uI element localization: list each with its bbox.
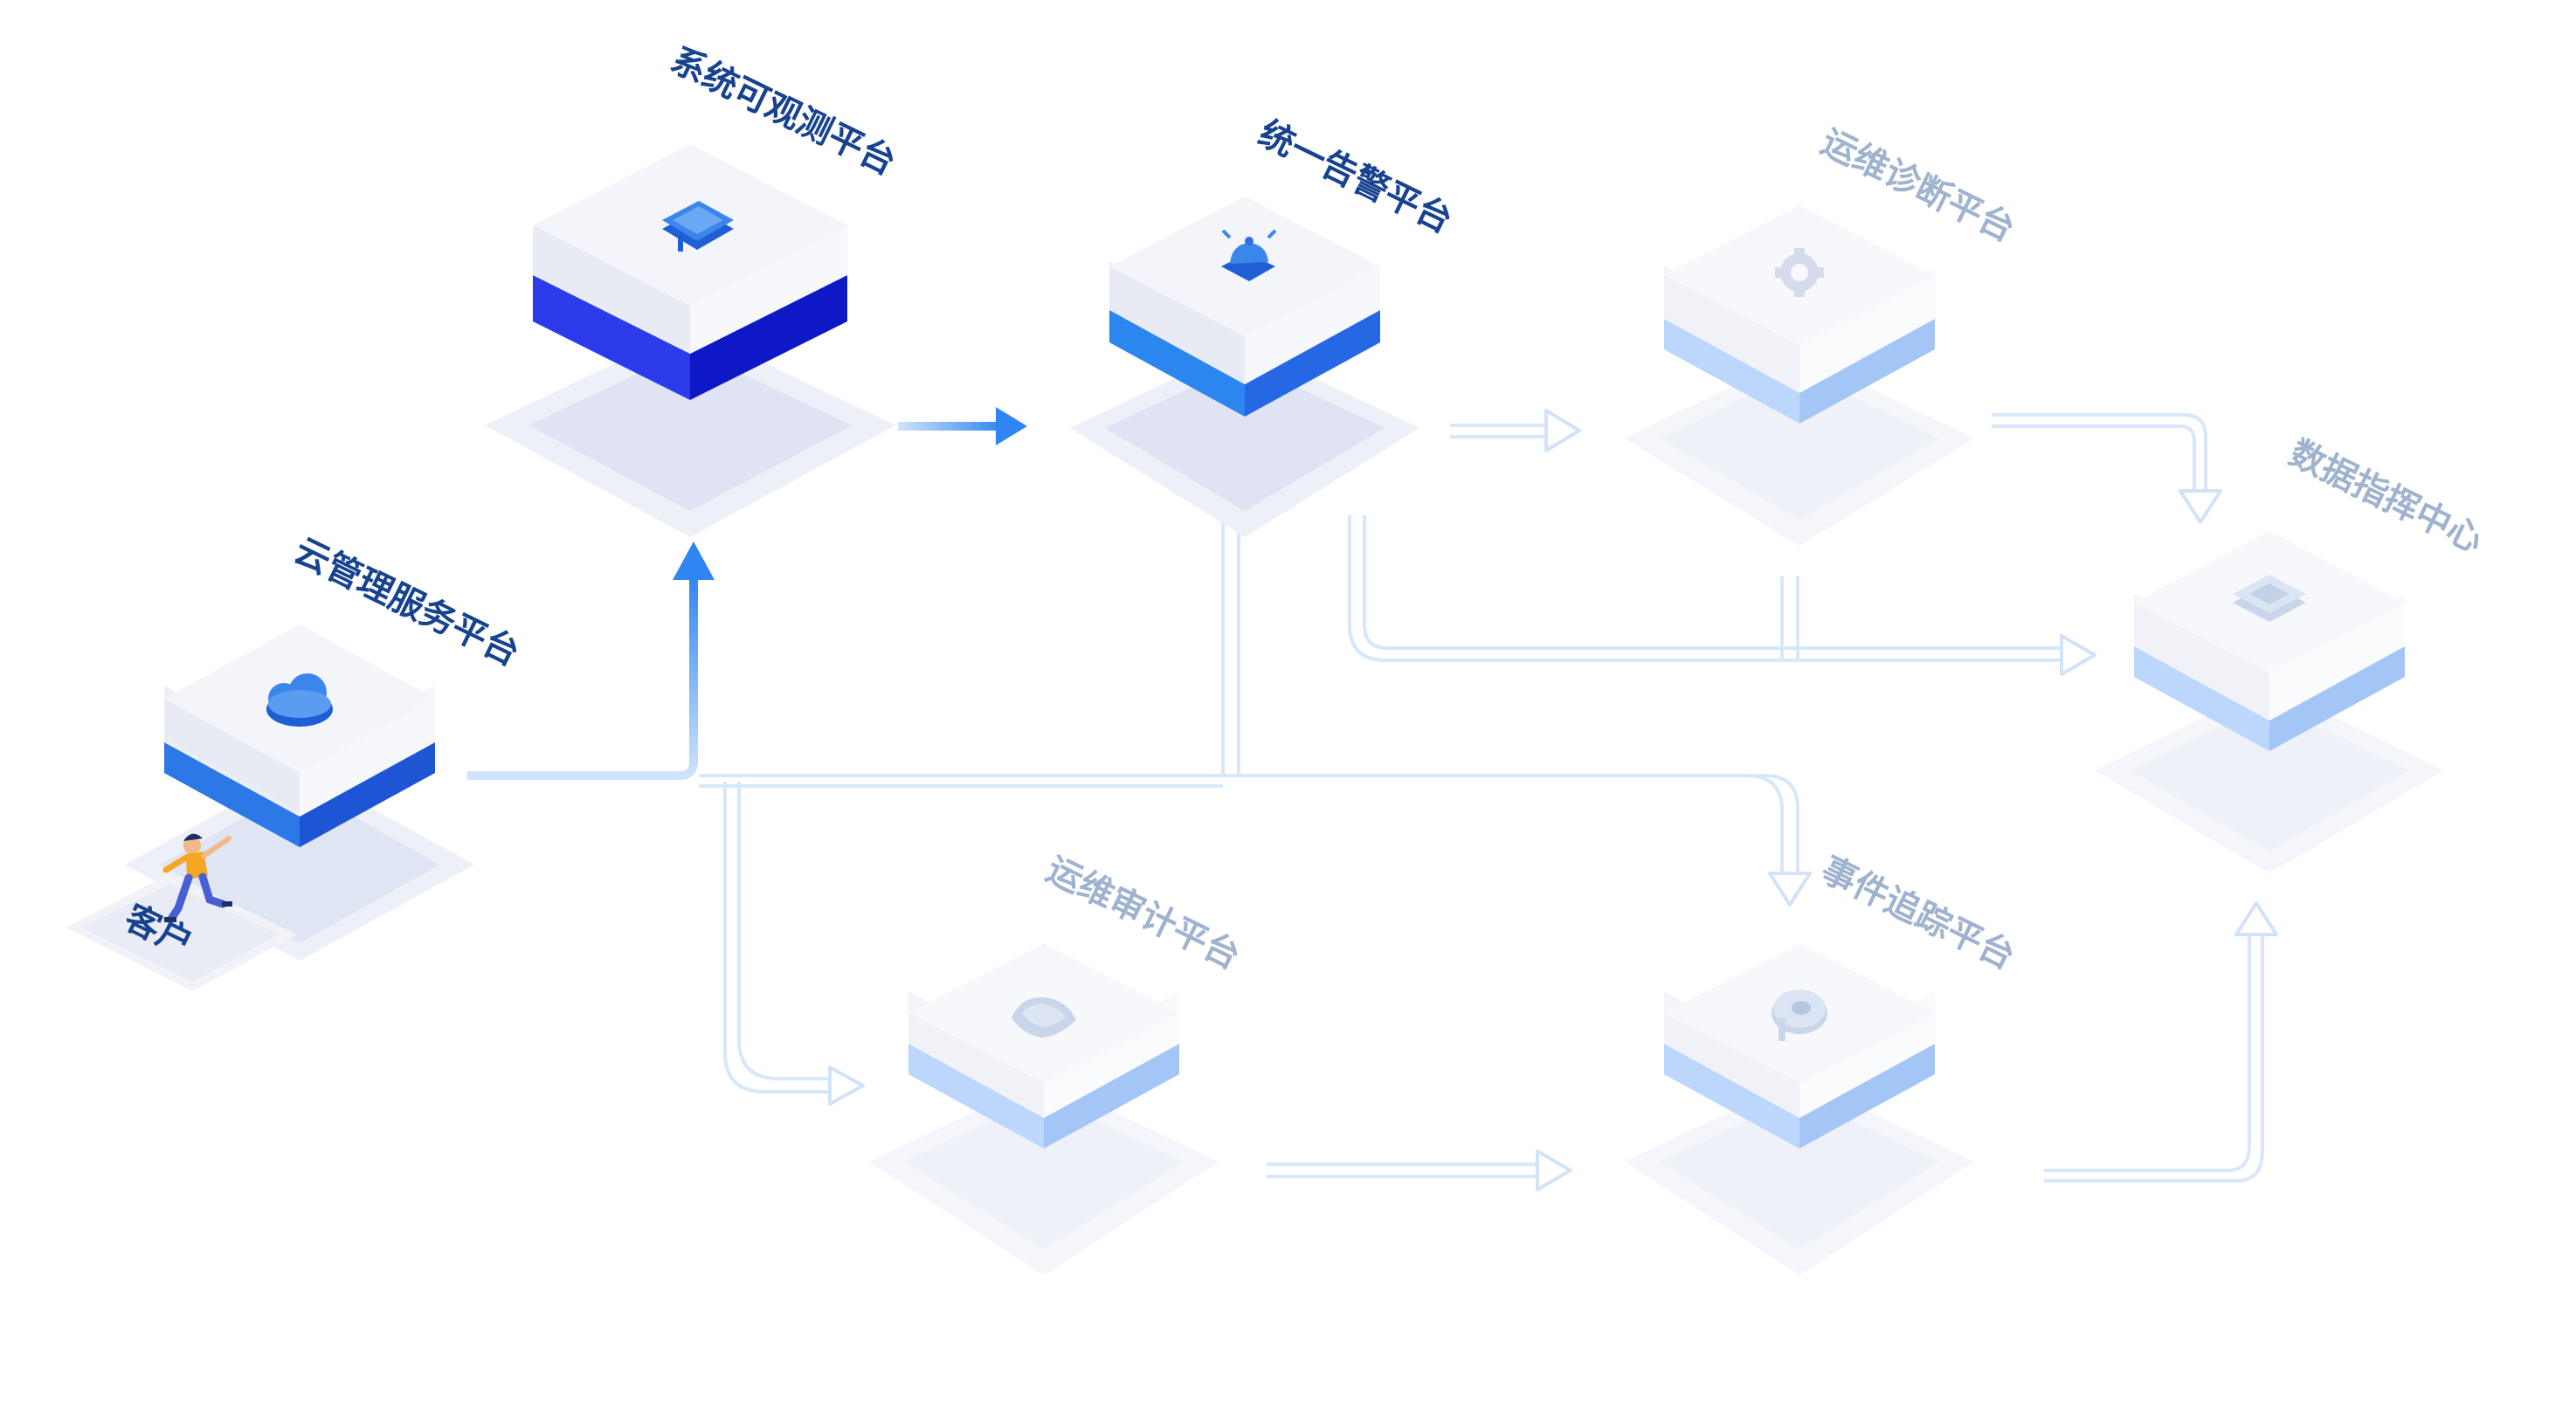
arrow-alert-to-command-center <box>2060 634 2096 676</box>
gear-icon <box>1775 248 1824 297</box>
connector-observability-to-alert <box>898 422 1003 431</box>
arrow-tracing-to-command-center <box>2234 901 2278 936</box>
label-tracing: 事件追踪平台 <box>1815 850 2021 978</box>
platform-block-alert[interactable] <box>1070 197 1419 537</box>
shield-icon <box>1012 997 1076 1038</box>
faded-arrowheads <box>828 409 2278 1191</box>
platform-block-command-center[interactable] <box>2095 531 2444 873</box>
arrow-to-audit <box>828 1066 865 1106</box>
faded-pipe-network <box>699 413 2264 1183</box>
platform-block-cloud-mgmt[interactable] <box>125 624 474 961</box>
connector-cloud-to-observability <box>467 576 698 780</box>
person-icon <box>162 833 232 923</box>
label-command-center: 数据指挥中心 <box>2283 433 2490 562</box>
platform-block-observability[interactable] <box>485 144 895 537</box>
arrow-to-command-center-top <box>2179 489 2222 524</box>
arrow-right-to-alert <box>996 407 1027 445</box>
monitor-icon <box>662 201 734 252</box>
connectors <box>467 407 2278 1191</box>
dashboard-icon <box>2233 575 2306 622</box>
arrow-to-diagnosis <box>1544 409 1581 452</box>
location-pin-icon <box>1771 990 1827 1041</box>
customer-pedestal <box>66 873 297 991</box>
platform-block-audit[interactable] <box>869 943 1219 1275</box>
alarm-icon <box>1221 229 1277 281</box>
arrow-to-tracing <box>1768 872 1812 907</box>
arrow-up-to-observability <box>673 541 715 580</box>
arrow-audit-to-tracing <box>1536 1149 1572 1191</box>
cloud-icon <box>266 673 333 727</box>
